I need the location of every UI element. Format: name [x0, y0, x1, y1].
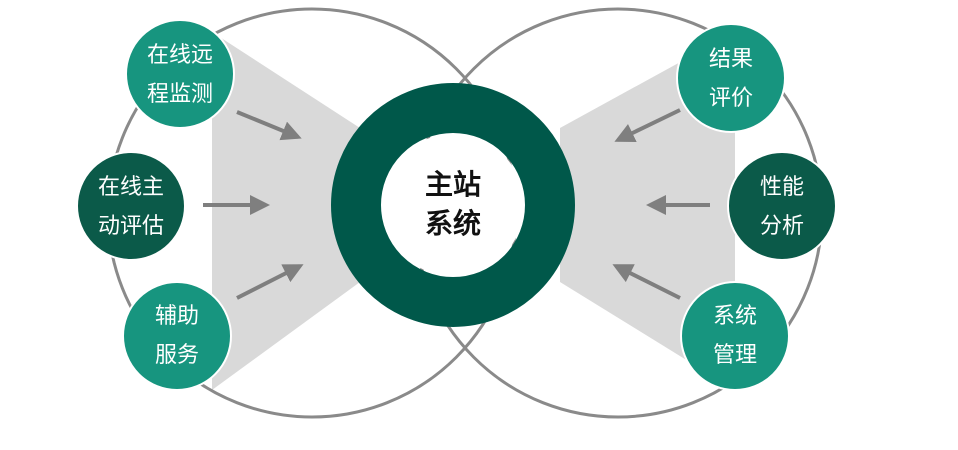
node-label-line1: 辅助 [155, 304, 199, 329]
node-online-active-assessment: 在线主 动评估 [76, 151, 186, 261]
center-label-line2: 系统 [425, 207, 481, 240]
arrow-right-bottom [612, 264, 681, 300]
node-label-line2: 程监测 [147, 82, 213, 107]
arrow-right-top [614, 108, 681, 143]
node-label-line2: 管理 [713, 343, 757, 368]
node-performance-analysis: 性能 分析 [727, 151, 837, 261]
node-label-line2: 服务 [155, 343, 199, 368]
center-ring [331, 83, 575, 327]
node-label-line2: 评价 [709, 86, 753, 111]
center-core [382, 134, 524, 276]
node-label-line2: 分析 [760, 214, 804, 239]
left-wedge [212, 32, 360, 390]
node-result-evaluation: 结果 评价 [676, 23, 786, 133]
node-label-line1: 性能 [760, 175, 804, 200]
node-label-line1: 在线远 [147, 43, 213, 68]
node-label-line2: 动评估 [98, 214, 164, 239]
node-auxiliary-service: 辅助 服务 [122, 281, 232, 391]
node-system-management: 系统 管理 [680, 281, 790, 391]
arrow-left-bottom [236, 264, 304, 300]
center-label-line1: 主站 [425, 168, 481, 201]
arrow-left-top [236, 110, 302, 141]
node-label-line1: 结果 [709, 47, 753, 72]
node-label-line1: 在线主 [98, 175, 164, 200]
node-label-line1: 系统 [713, 304, 757, 329]
node-online-remote-monitoring: 在线远 程监测 [125, 19, 235, 129]
